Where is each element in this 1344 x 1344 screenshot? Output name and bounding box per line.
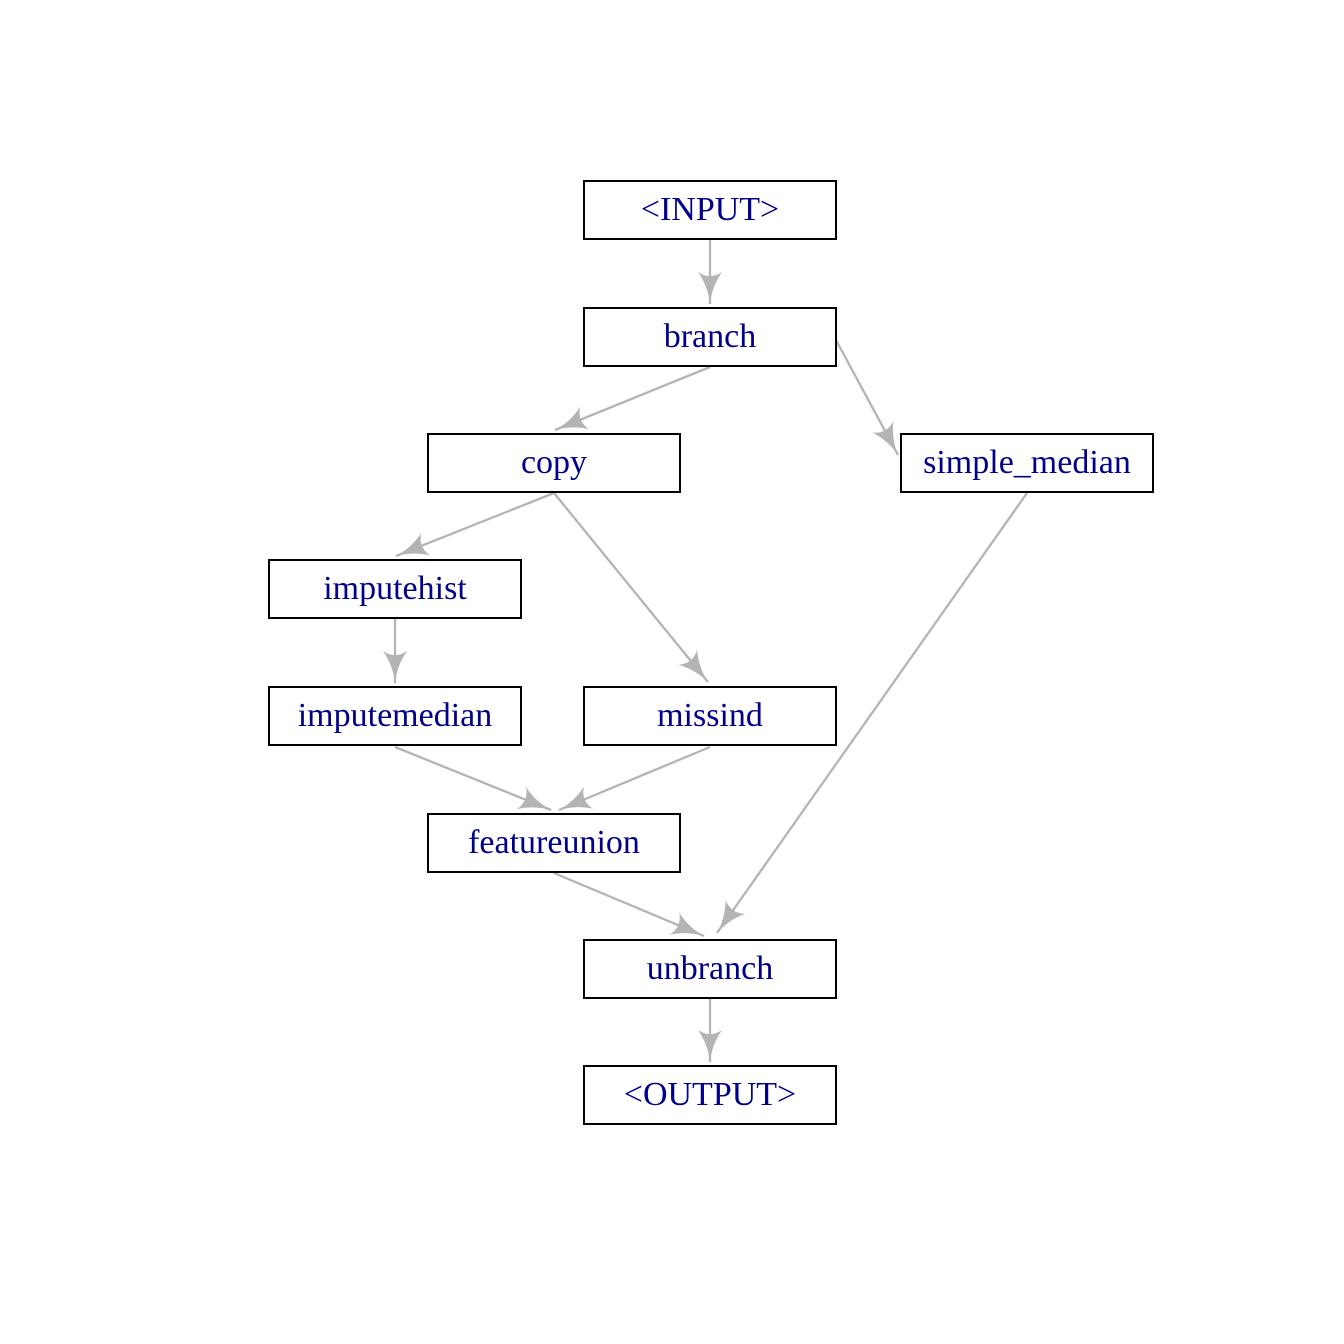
node-imputemedian: imputemedian [268, 686, 522, 746]
node-simple-median: simple_median [900, 433, 1154, 493]
node-input-label: <INPUT> [640, 191, 780, 228]
node-imputehist-label: imputehist [323, 570, 467, 607]
node-imputehist: imputehist [268, 559, 522, 619]
node-missind: missind [583, 686, 837, 746]
node-branch-label: branch [663, 318, 757, 355]
node-branch: branch [583, 307, 837, 367]
edge-featureunion-unbranch [553, 871, 705, 938]
edge-copy-missind [553, 492, 709, 683]
node-imputemedian-label: imputemedian [297, 697, 493, 734]
node-missind-label: missind [657, 697, 763, 734]
edge-copy-imputehist [395, 491, 555, 558]
edge-branch-copy [554, 365, 711, 432]
node-featureunion-label: featureunion [468, 824, 640, 861]
edge-missind-featureunion [558, 745, 711, 812]
node-simple-median-label: simple_median [923, 444, 1131, 481]
node-copy: copy [427, 433, 681, 493]
node-unbranch: unbranch [583, 939, 837, 999]
node-output: <OUTPUT> [583, 1065, 837, 1125]
node-featureunion: featureunion [427, 813, 681, 873]
node-output-label: <OUTPUT> [623, 1076, 797, 1113]
node-copy-label: copy [520, 444, 588, 481]
node-unbranch-label: unbranch [646, 950, 774, 987]
edge-simple-median-unbranch [716, 492, 1028, 934]
edge-branch-simple-median [834, 339, 900, 456]
edge-imputemedian-featureunion [394, 745, 552, 812]
node-input: <INPUT> [583, 180, 837, 240]
